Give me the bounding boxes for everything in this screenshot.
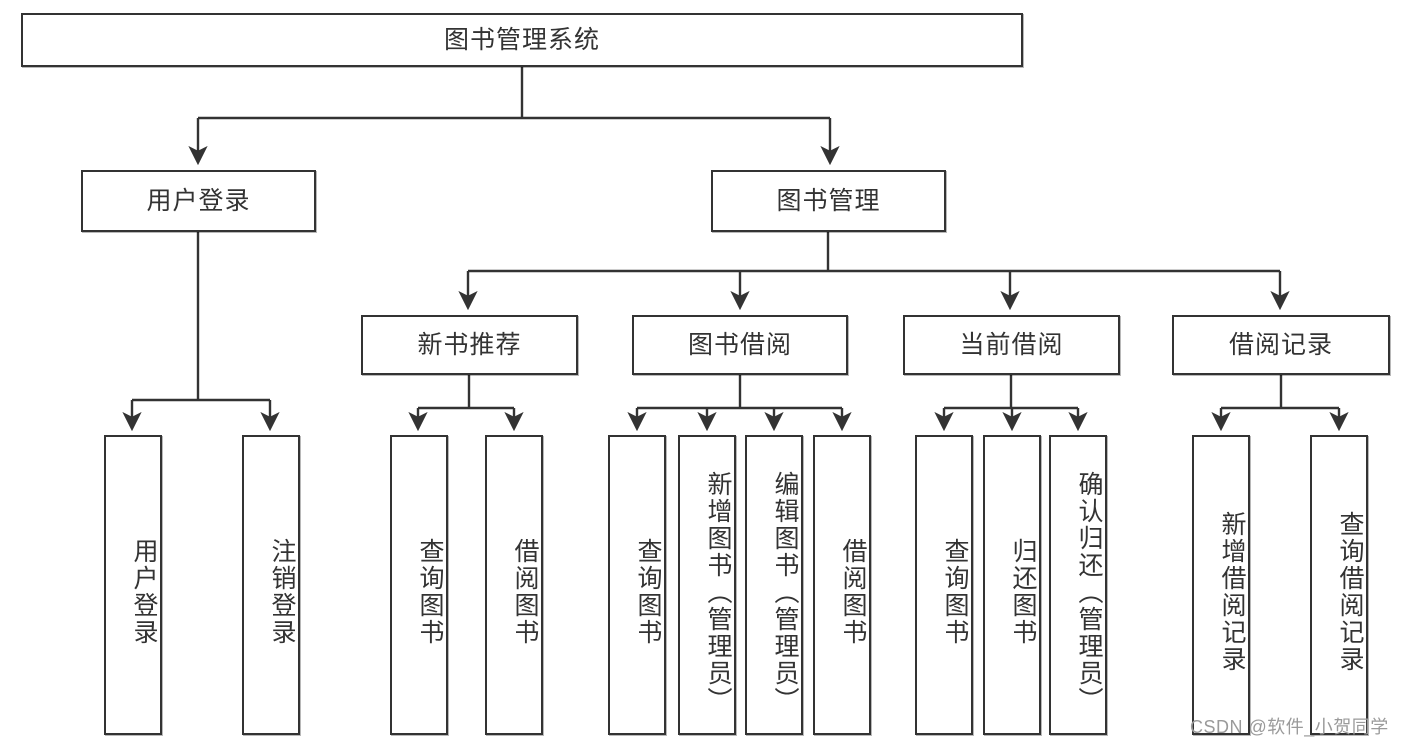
leaf-edit-book-admin[interactable]: 编辑图书（管理员）: [745, 435, 803, 735]
node-current-borrow[interactable]: 当前借阅: [903, 315, 1120, 375]
leaf-borrow-book-recommend[interactable]: 借阅图书: [485, 435, 543, 735]
node-book-management[interactable]: 图书管理: [711, 170, 946, 232]
node-new-book-recommend[interactable]: 新书推荐: [361, 315, 578, 375]
leaf-user-login[interactable]: 用户登录: [104, 435, 162, 735]
node-borrow-record[interactable]: 借阅记录: [1172, 315, 1390, 375]
leaf-query-book-borrow[interactable]: 查询图书: [608, 435, 666, 735]
node-book-borrow[interactable]: 图书借阅: [632, 315, 848, 375]
leaf-user-logout[interactable]: 注销登录: [242, 435, 300, 735]
leaf-query-book-recommend[interactable]: 查询图书: [390, 435, 448, 735]
leaf-query-book-current[interactable]: 查询图书: [915, 435, 973, 735]
leaf-add-borrow-record[interactable]: 新增借阅记录: [1192, 435, 1250, 735]
leaf-add-book-admin[interactable]: 新增图书（管理员）: [678, 435, 736, 735]
leaf-return-book[interactable]: 归还图书: [983, 435, 1041, 735]
csdn-watermark: CSDN @软件_小贺同学: [1190, 717, 1389, 737]
leaf-query-borrow-record[interactable]: 查询借阅记录: [1310, 435, 1368, 735]
node-root[interactable]: 图书管理系统: [21, 13, 1023, 67]
node-user-login[interactable]: 用户登录: [81, 170, 316, 232]
leaf-borrow-book[interactable]: 借阅图书: [813, 435, 871, 735]
leaf-confirm-return-admin[interactable]: 确认归还（管理员）: [1049, 435, 1107, 735]
